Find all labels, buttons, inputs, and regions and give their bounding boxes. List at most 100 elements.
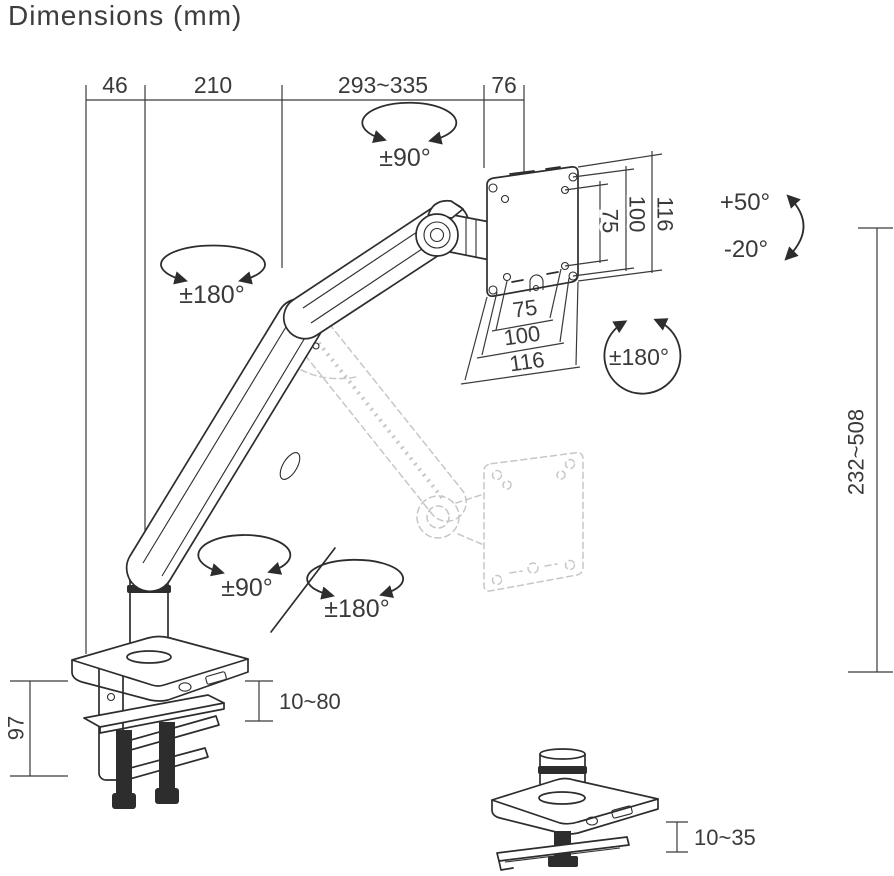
tilt-up-label: +50° bbox=[720, 189, 770, 216]
page-title: Dimensions (mm) bbox=[8, 0, 243, 31]
dim-vesa-75-vertical: 75 bbox=[597, 209, 622, 233]
lower-arm-highlight bbox=[142, 316, 293, 564]
ghost-vesa-hole bbox=[564, 559, 576, 571]
extension-line bbox=[481, 291, 498, 356]
dim-vesa-100-vertical: 100 bbox=[624, 196, 649, 233]
base-rotation-label: ±180° bbox=[324, 595, 389, 623]
vesa-plate-outline bbox=[486, 166, 579, 298]
extension-line bbox=[577, 269, 663, 282]
vesa-dimensions-horizontal: 75 100 116 bbox=[460, 268, 581, 385]
arm-base bbox=[71, 635, 249, 702]
dim-head-offset: 76 bbox=[491, 72, 517, 98]
grommet-pole-top bbox=[539, 748, 586, 760]
tilt-down-label: -20° bbox=[724, 236, 768, 263]
grommet-pole-ring bbox=[538, 766, 587, 774]
clamp-screw bbox=[159, 722, 175, 789]
clamp-bracket-height-label: 97 bbox=[4, 716, 29, 740]
vesa-hole-100 bbox=[488, 285, 498, 295]
grommet-dimension: 10~35 bbox=[666, 821, 756, 853]
dim-vesa-116-vertical: 116 bbox=[652, 196, 677, 231]
ghost-head-ring bbox=[416, 495, 460, 539]
head-swivel-arrow bbox=[361, 101, 458, 145]
elbow-bolt bbox=[312, 342, 320, 350]
vesa-keyhole-screw bbox=[532, 284, 540, 292]
extension-line bbox=[564, 259, 609, 267]
grommet-screw-foot bbox=[548, 856, 578, 867]
ghost-vesa-slot bbox=[509, 570, 523, 574]
height-range-label: 232~508 bbox=[844, 409, 869, 495]
monitor-arm bbox=[71, 199, 491, 809]
vesa-bottom-slot bbox=[546, 271, 559, 275]
dim-upper-arm-reach: 293~335 bbox=[338, 72, 428, 98]
extension-line bbox=[495, 280, 508, 331]
extension-line bbox=[572, 168, 635, 178]
vesa-plate bbox=[486, 166, 579, 298]
ghost-link-bottom bbox=[457, 533, 485, 546]
head-ring-inner bbox=[429, 227, 445, 243]
clamp-screw bbox=[116, 730, 132, 794]
vesa-hole-100 bbox=[488, 183, 498, 193]
grommet-crossbar bbox=[496, 836, 630, 862]
clamp-grip-thickness bbox=[99, 702, 225, 734]
grommet-pole-collar bbox=[538, 791, 586, 805]
upper-arm-rotation-label: ±180° bbox=[179, 281, 244, 309]
cable-slot bbox=[279, 452, 301, 480]
lower-arm-edge-line bbox=[161, 335, 307, 577]
clamp-screw-knob bbox=[155, 788, 179, 804]
grommet-desk-thickness-label: 10~35 bbox=[694, 825, 756, 850]
base-swivel-label: ±90° bbox=[221, 574, 273, 602]
grommet-crossbar-hook bbox=[498, 860, 514, 871]
ghost-vesa-hole bbox=[491, 469, 503, 481]
extension-line bbox=[572, 267, 635, 277]
lower-arm bbox=[125, 297, 325, 593]
grommet-mount bbox=[491, 748, 659, 871]
tilt-arrow bbox=[784, 194, 805, 261]
clamp-desk-thickness-label: 10~80 bbox=[279, 689, 341, 714]
ghost-arm-position bbox=[269, 308, 584, 592]
grommet-crossbar-rail bbox=[504, 847, 621, 863]
base-audio-port bbox=[178, 682, 192, 692]
vesa-rotation-label: ±180° bbox=[609, 344, 669, 370]
base-usb-port bbox=[205, 671, 227, 685]
head-ring-mid bbox=[423, 221, 451, 249]
vesa-top-slot bbox=[509, 170, 535, 175]
base-front-face bbox=[71, 658, 249, 702]
clamp-hole bbox=[106, 692, 116, 702]
height-dimension: 232~508 bbox=[844, 227, 893, 673]
desk-clamp bbox=[83, 661, 225, 809]
lower-arm-body bbox=[125, 297, 325, 593]
ghost-vesa-hole bbox=[556, 470, 566, 480]
pole-base-collar bbox=[126, 650, 172, 664]
top-dimension-chain: 46 210 293~335 76 bbox=[85, 72, 525, 654]
tilt-annotation: +50° -20° bbox=[720, 189, 805, 263]
upper-arm-rotation-arrow bbox=[160, 244, 266, 285]
extension-line bbox=[464, 296, 488, 381]
extension-line bbox=[559, 277, 570, 343]
grommet-audio-port bbox=[585, 816, 599, 826]
grommet-usb-port bbox=[611, 805, 633, 819]
clamp-screw-knob bbox=[112, 793, 136, 809]
ghost-vesa-keyhole bbox=[527, 562, 539, 574]
ghost-arm-spring bbox=[308, 330, 446, 502]
extension-line bbox=[549, 268, 562, 319]
dim-line-100h bbox=[476, 342, 565, 359]
ghost-vesa-hole bbox=[491, 574, 503, 586]
ghost-vesa-slot bbox=[544, 563, 558, 567]
dim-vesa-75-horizontal: 75 bbox=[511, 294, 539, 322]
ghost-link-top bbox=[455, 493, 485, 504]
extension-line bbox=[575, 281, 579, 366]
dim-line-116h bbox=[460, 366, 581, 385]
base-swivel-arrow bbox=[197, 534, 292, 577]
vesa-dimensions-vertical: 75 100 116 bbox=[564, 151, 680, 282]
head-joint bbox=[415, 199, 491, 261]
ghost-vesa-plate bbox=[483, 451, 584, 592]
rotation-annotations: ±90° ±180° ±90° ±180° ±180° bbox=[160, 101, 682, 633]
vesa-hole-75 bbox=[500, 194, 510, 204]
dim-lower-arm: 210 bbox=[194, 72, 232, 98]
head-swivel-label: ±90° bbox=[379, 144, 431, 172]
head-ring-outer bbox=[415, 213, 459, 257]
clamp-dimensions: 97 10~80 bbox=[4, 680, 341, 777]
annotation-divider bbox=[270, 547, 336, 633]
